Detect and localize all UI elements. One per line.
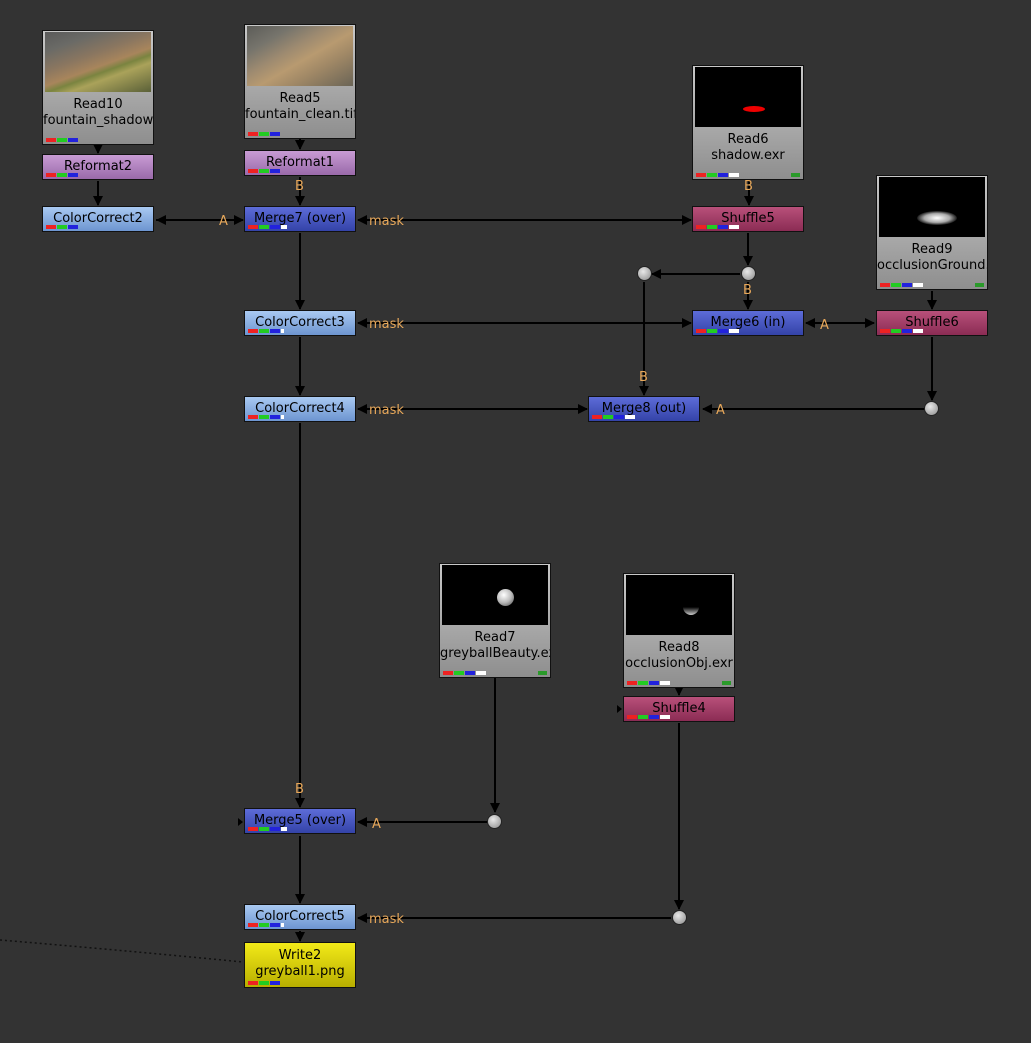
read5-node[interactable]: Read5 fountain_clean.tif: [244, 24, 356, 139]
edge-label-mask: mask: [369, 403, 404, 418]
colorcorrect2-node[interactable]: ColorCorrect2: [42, 206, 154, 232]
edge-label-a: A: [716, 403, 725, 418]
read9-file: occlusionGround.exr: [877, 258, 987, 273]
colorcorrect3-label: ColorCorrect3: [255, 315, 345, 330]
reformat1-label: Reformat1: [265, 155, 335, 170]
edge-label-a: A: [820, 318, 829, 333]
read8-name: Read8: [658, 640, 700, 655]
edge-label-mask: mask: [369, 912, 404, 927]
read6-name: Read6: [727, 132, 769, 147]
edge-label-b: B: [295, 782, 304, 797]
read10-name: Read10: [73, 97, 123, 112]
read7-name: Read7: [474, 630, 516, 645]
dot-node[interactable]: [741, 266, 756, 281]
read10-node[interactable]: Read10 fountain_shadow.tif: [42, 30, 154, 145]
read8-node[interactable]: Read8 occlusionObj.exr: [623, 573, 735, 688]
read7-thumbnail: [442, 565, 548, 625]
read8-thumbnail: [626, 575, 732, 635]
edge-label-b: B: [639, 370, 648, 385]
shuffle6-label: Shuffle6: [905, 315, 959, 330]
read5-file: fountain_clean.tif: [245, 107, 356, 122]
dotted-link: [0, 939, 244, 963]
colorcorrect2-label: ColorCorrect2: [53, 211, 143, 226]
edge-label-a: A: [372, 817, 381, 832]
shuffle4-label: Shuffle4: [652, 701, 706, 716]
shuffle5-node[interactable]: Shuffle5: [692, 206, 804, 232]
colorcorrect5-label: ColorCorrect5: [255, 909, 345, 924]
colorcorrect3-node[interactable]: ColorCorrect3: [244, 310, 356, 336]
read7-file: greyballBeauty.exr: [440, 646, 551, 661]
read6-file: shadow.exr: [711, 148, 785, 163]
read8-file: occlusionObj.exr: [625, 656, 733, 671]
edge-label-b: B: [744, 179, 753, 194]
merge8-label: Merge8 (out): [601, 401, 687, 416]
read9-thumbnail: [879, 177, 985, 237]
read7-node[interactable]: Read7 greyballBeauty.exr: [439, 563, 551, 678]
edge-label-b: B: [295, 179, 304, 194]
read9-name: Read9: [911, 242, 953, 257]
merge5-label: Merge5 (over): [253, 813, 347, 828]
shuffle6-node[interactable]: Shuffle6: [876, 310, 988, 336]
read6-thumbnail: [695, 67, 801, 127]
write2-node[interactable]: Write2 greyball1.png: [244, 942, 356, 988]
edge-label-mask: mask: [369, 317, 404, 332]
shuffle4-node[interactable]: Shuffle4: [623, 696, 735, 722]
dot-node[interactable]: [672, 910, 687, 925]
merge8-node[interactable]: Merge8 (out): [588, 396, 700, 422]
edge-label-b: B: [743, 283, 752, 298]
edge-label-mask: mask: [369, 214, 404, 229]
read5-thumbnail: [247, 26, 353, 86]
read6-node[interactable]: Read6 shadow.exr: [692, 65, 804, 180]
edge-label-a: A: [219, 214, 228, 229]
shuffle5-label: Shuffle5: [721, 211, 775, 226]
write2-name: Write2: [278, 948, 322, 963]
colorcorrect5-node[interactable]: ColorCorrect5: [244, 904, 356, 930]
read10-file: fountain_shadow.tif: [43, 113, 153, 128]
read10-thumbnail: [45, 32, 151, 92]
merge7-node[interactable]: Merge7 (over): [244, 206, 356, 232]
dot-node[interactable]: [637, 266, 652, 281]
merge6-node[interactable]: Merge6 (in): [692, 310, 804, 336]
read5-name: Read5: [279, 91, 321, 106]
dot-node[interactable]: [487, 814, 502, 829]
reformat2-node[interactable]: Reformat2: [42, 154, 154, 180]
write2-file: greyball1.png: [255, 964, 345, 979]
colorcorrect4-label: ColorCorrect4: [255, 401, 345, 416]
merge6-label: Merge6 (in): [710, 315, 786, 330]
merge5-node[interactable]: Merge5 (over): [244, 808, 356, 834]
reformat2-label: Reformat2: [63, 159, 133, 174]
dot-node[interactable]: [924, 401, 939, 416]
reformat1-node[interactable]: Reformat1: [244, 150, 356, 176]
colorcorrect4-node[interactable]: ColorCorrect4: [244, 396, 356, 422]
merge7-label: Merge7 (over): [253, 211, 347, 226]
read9-node[interactable]: Read9 occlusionGround.exr: [876, 175, 988, 290]
